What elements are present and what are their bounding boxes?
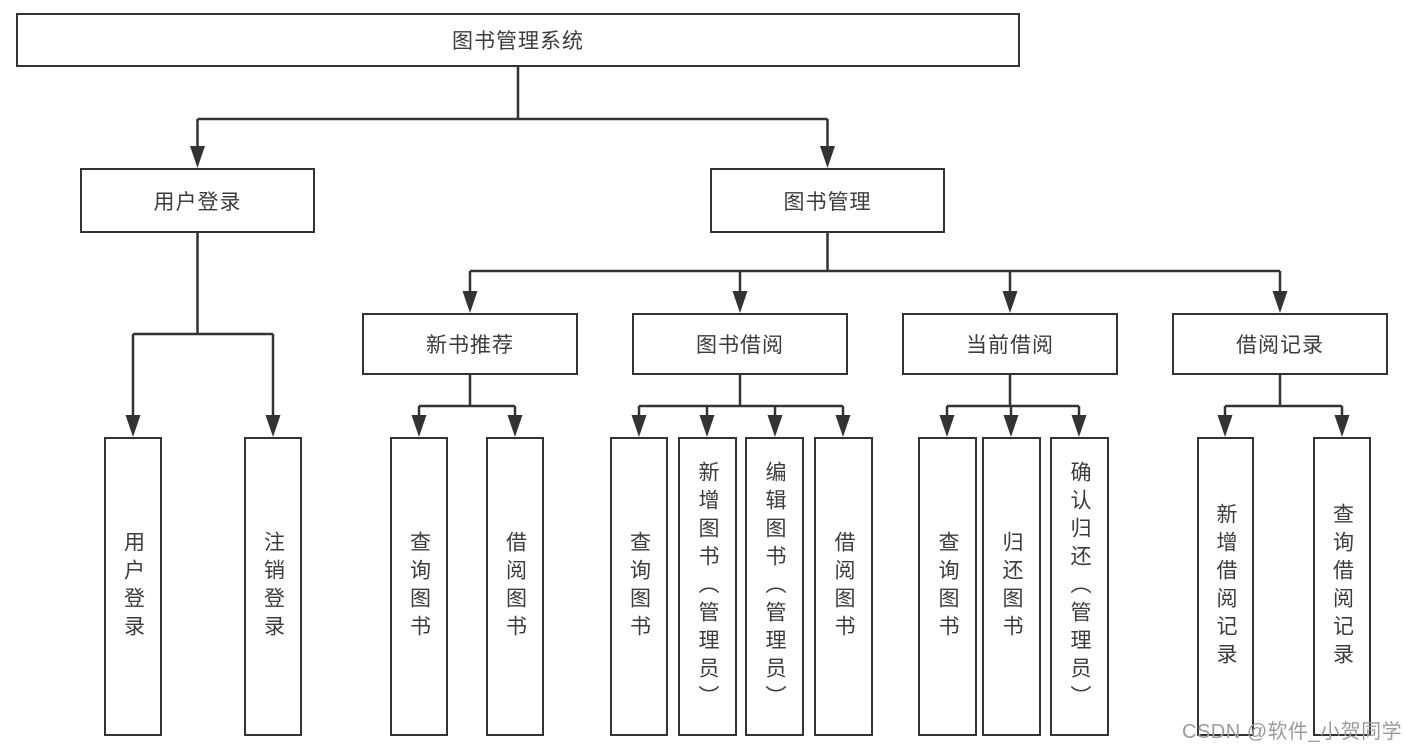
node-label: 图书管理系统	[452, 30, 584, 53]
leaf-query-borrow-record: 查询借阅记录	[1313, 437, 1371, 736]
leaf-label: 查询借阅记录	[1330, 502, 1354, 671]
leaf-label: 新增借阅记录	[1214, 502, 1237, 671]
node-label: 图书管理	[783, 190, 872, 214]
leaf-label: 查询图书	[627, 530, 651, 643]
node-book-borrow: 图书借阅	[632, 313, 848, 375]
node-new-book-recommend: 新书推荐	[362, 313, 578, 375]
leaf-label: 归还图书	[1000, 530, 1023, 643]
leaf-borrow-book-recommend: 借阅图书	[486, 437, 544, 736]
node-root-system: 图书管理系统	[16, 13, 1020, 67]
leaf-label: 借阅图书	[503, 530, 527, 643]
node-borrow-records: 借阅记录	[1172, 313, 1388, 375]
node-label: 图书借阅	[696, 334, 784, 357]
csdn-watermark: CSDN @软件_小贺同学	[1182, 721, 1403, 743]
leaf-logout: 注销登录	[244, 437, 302, 736]
node-user-login: 用户登录	[80, 168, 315, 233]
node-label: 用户登录	[153, 190, 242, 214]
leaf-label: 借阅图书	[832, 530, 855, 643]
leaf-query-book-current: 查询图书	[918, 437, 977, 736]
leaf-return-book: 归还图书	[982, 437, 1041, 736]
leaf-query-book-borrow: 查询图书	[610, 437, 668, 736]
leaf-label: 确认归还（管理员）	[1068, 460, 1091, 713]
leaf-label: 编辑图书（管理员）	[763, 460, 786, 713]
leaf-query-book-recommend: 查询图书	[390, 437, 448, 736]
node-label: 新书推荐	[426, 334, 514, 357]
leaf-add-book-admin: 新增图书（管理员）	[678, 437, 737, 736]
leaf-label: 注销登录	[261, 530, 285, 643]
leaf-user-login: 用户登录	[104, 437, 162, 736]
leaf-borrow-book: 借阅图书	[814, 437, 873, 736]
leaf-label: 查询图书	[407, 530, 431, 643]
node-current-borrow: 当前借阅	[902, 313, 1118, 375]
leaf-add-borrow-record: 新增借阅记录	[1197, 437, 1254, 736]
leaf-edit-book-admin: 编辑图书（管理员）	[745, 437, 804, 736]
leaf-confirm-return-admin: 确认归还（管理员）	[1050, 437, 1109, 736]
arrow-down-icon	[125, 146, 1350, 437]
node-book-management: 图书管理	[710, 168, 945, 233]
leaf-label: 查询图书	[936, 530, 959, 643]
leaf-label: 用户登录	[121, 530, 145, 643]
node-label: 当前借阅	[966, 334, 1054, 357]
leaf-label: 新增图书（管理员）	[696, 460, 719, 713]
node-label: 借阅记录	[1236, 334, 1324, 357]
